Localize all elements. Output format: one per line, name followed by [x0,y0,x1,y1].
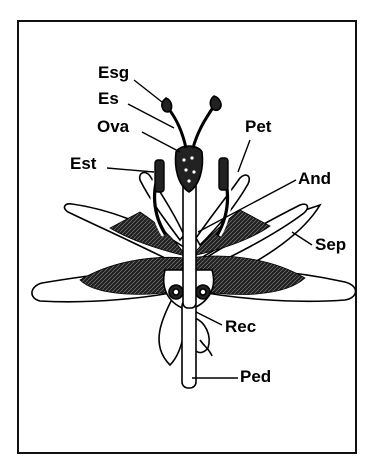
label-ped: Ped [240,368,271,385]
label-est: Est [70,155,96,172]
label-ova: Ova [97,118,129,135]
label-and: And [298,170,331,187]
label-sep: Sep [315,236,346,253]
label-rec: Rec [225,318,256,335]
ovary [176,146,203,192]
label-pet: Pet [245,118,271,135]
pedicel [182,300,196,388]
label-esg: Esg [98,64,129,81]
label-es: Es [98,90,119,107]
